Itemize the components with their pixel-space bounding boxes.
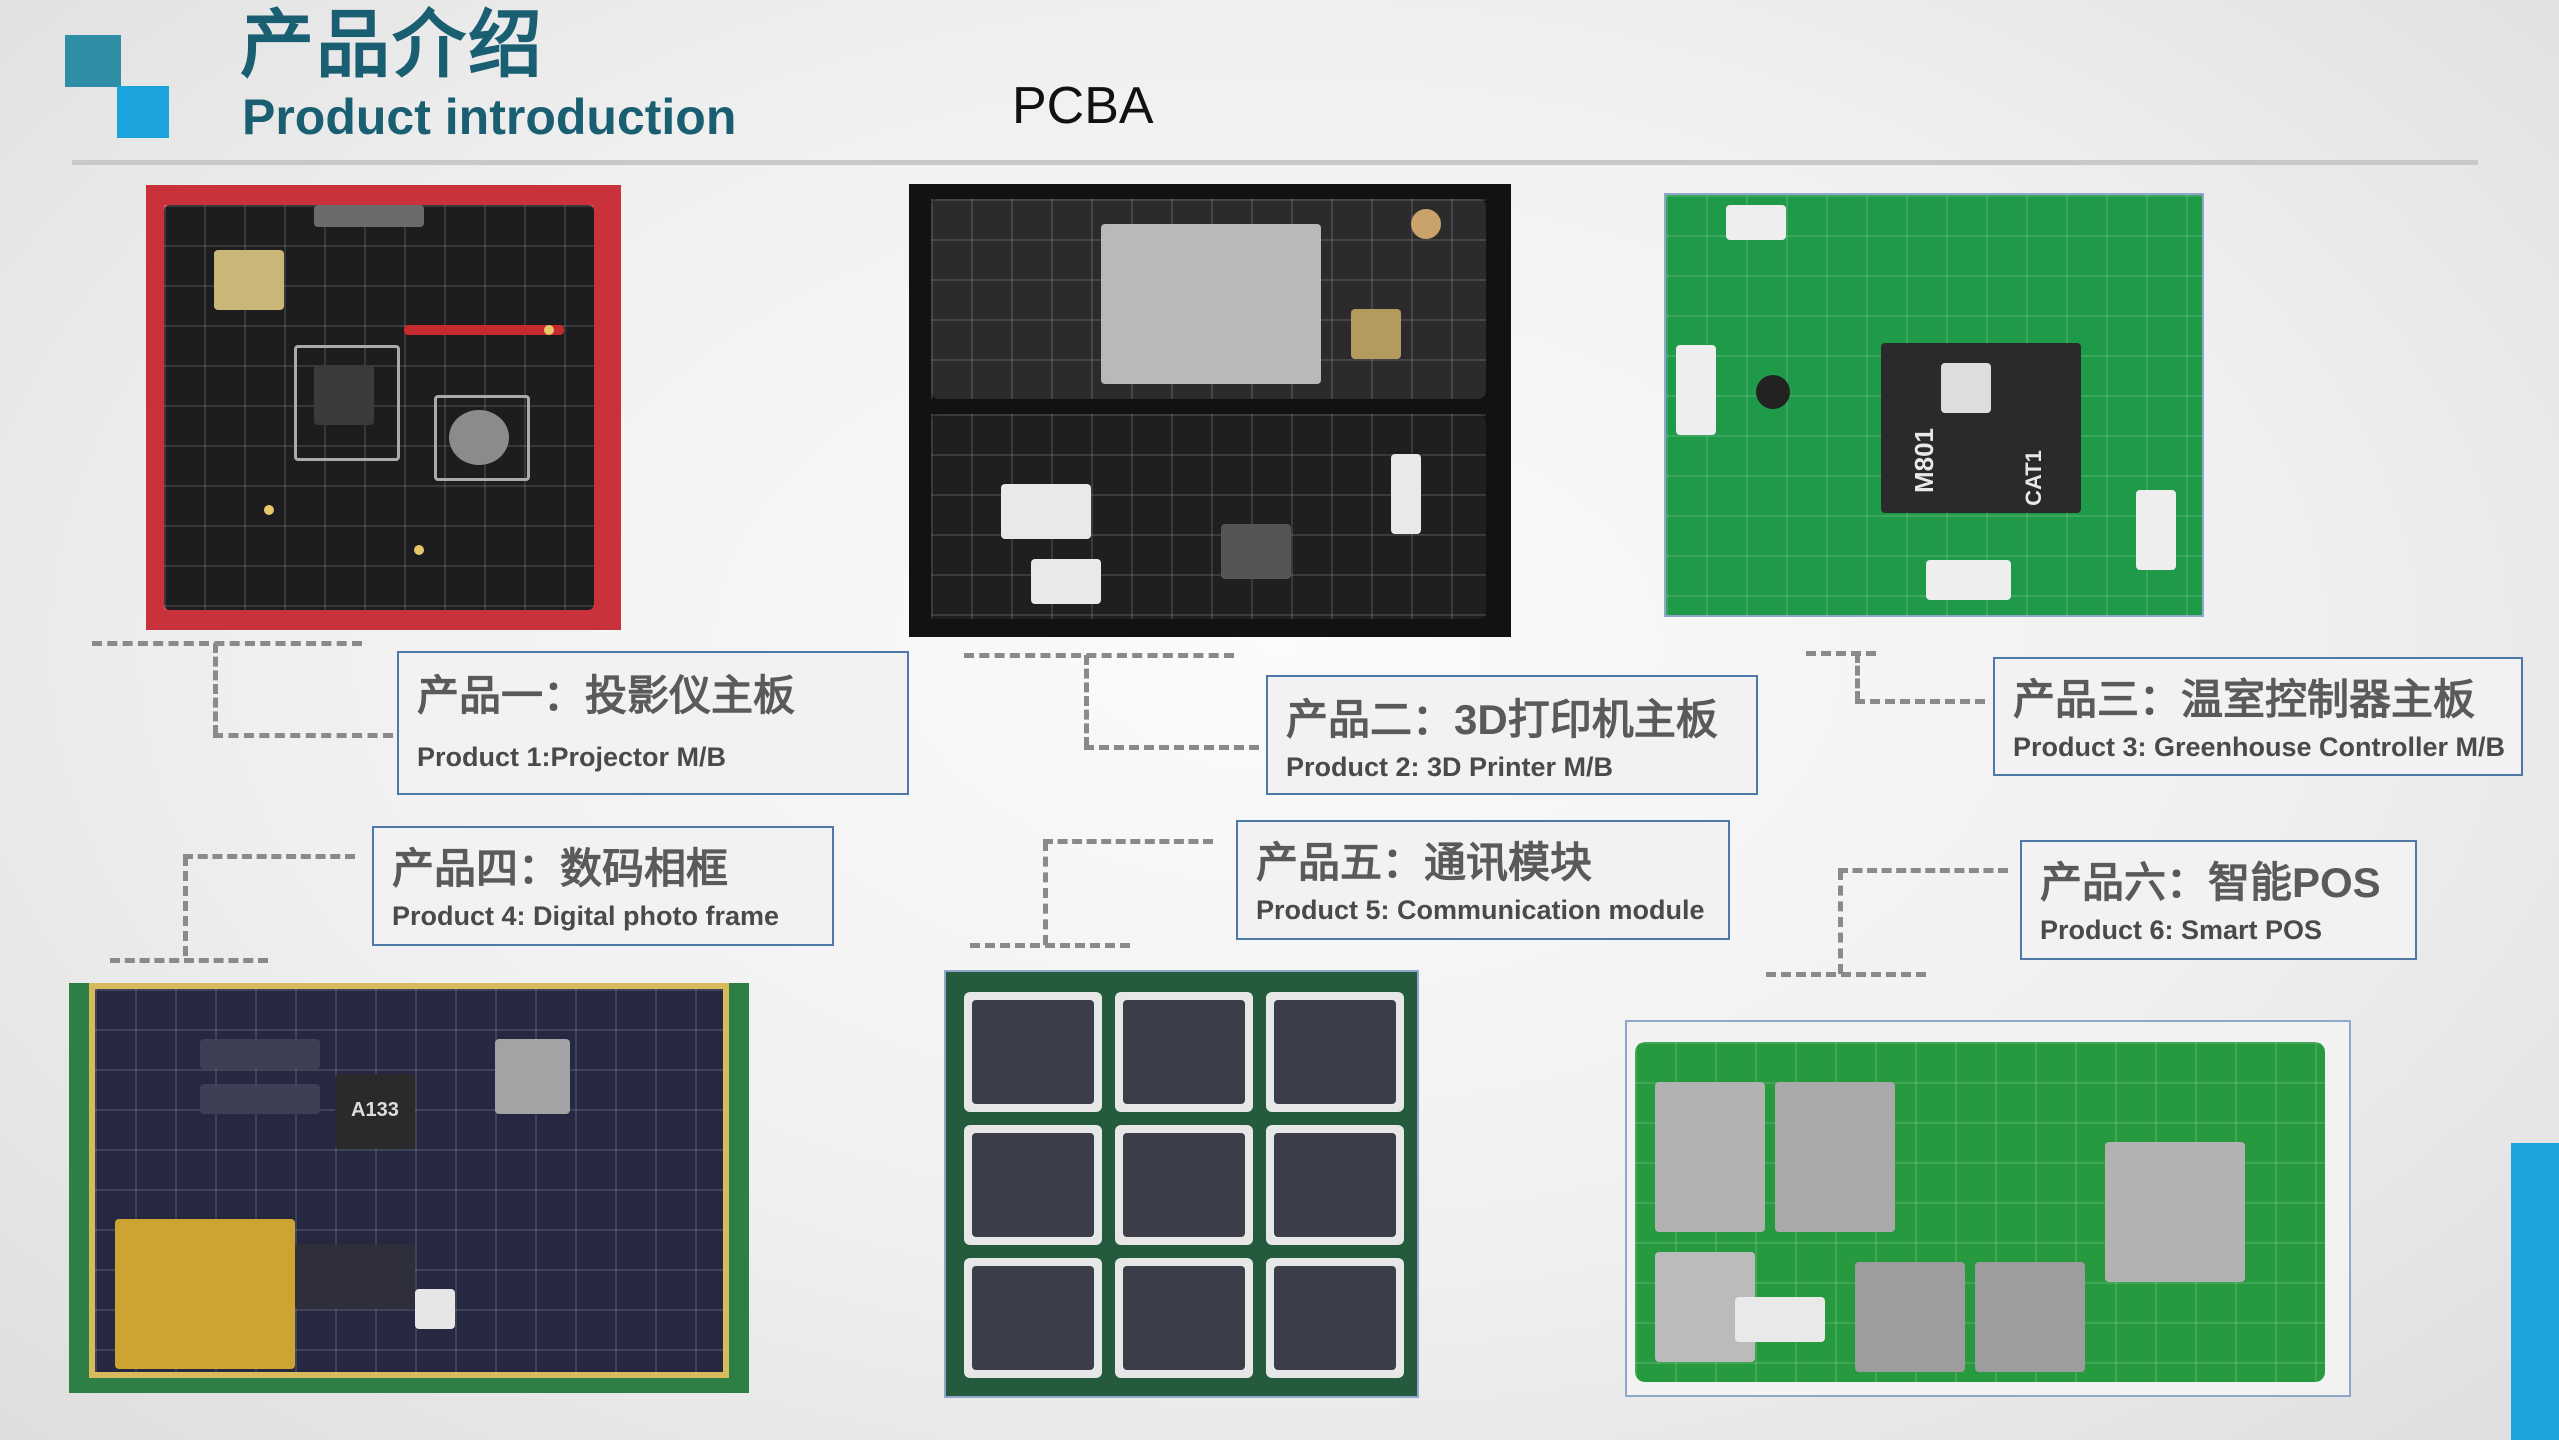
connector-2-top xyxy=(964,653,1234,658)
product-2-label: 产品二：3D打印机主板 Product 2: 3D Printer M/B xyxy=(1266,675,1758,795)
product-4-title-en: Product 4: Digital photo frame xyxy=(392,901,780,932)
module-shield xyxy=(972,1133,1094,1237)
product-4-label: 产品四：数码相框 Product 4: Digital photo frame xyxy=(372,826,834,946)
product-2-title-cn: 产品二：3D打印机主板 xyxy=(1286,696,1718,743)
product-6-title-en: Product 6: Smart POS xyxy=(2040,915,2323,946)
connector-6-vert xyxy=(1838,870,1843,974)
connector-5-bottom xyxy=(970,943,1130,948)
side-accent-bar xyxy=(2511,1143,2559,1440)
product-3-label: 产品三：温室控制器主板 Product 3: Greenhouse Contro… xyxy=(1993,657,2523,776)
p4-chip-label: A133 xyxy=(351,1099,399,1121)
connector-1-vert xyxy=(213,643,218,735)
product-6-photo xyxy=(1625,1020,2351,1397)
module-shield xyxy=(1123,1000,1245,1104)
section-subtitle: PCBA xyxy=(1012,77,1154,135)
product-3-photo: M801 CAT1 xyxy=(1664,193,2204,617)
module-shield xyxy=(972,1266,1094,1370)
connector-6-top xyxy=(1838,868,2008,873)
module-tile xyxy=(1266,1258,1404,1378)
logo-square-teal xyxy=(65,35,121,87)
product-1-photo xyxy=(146,185,621,630)
connector-5-top xyxy=(1043,839,1213,844)
module-tile xyxy=(1115,992,1253,1112)
connector-3-vert xyxy=(1855,653,1860,701)
p3-chip-label: M801 xyxy=(1909,427,1940,494)
connector-2-vert xyxy=(1084,655,1089,747)
connector-4-top xyxy=(183,854,355,859)
p3-chip-label-2: CAT1 xyxy=(2020,450,2046,506)
product-1-title-cn: 产品一：投影仪主板 xyxy=(417,672,796,719)
module-tile xyxy=(964,1125,1102,1245)
module-tile xyxy=(1115,1125,1253,1245)
page-title-cn: 产品介绍 xyxy=(240,3,544,86)
connector-3-bottom xyxy=(1855,699,1985,704)
product-4-title-cn: 产品四：数码相框 xyxy=(392,845,729,892)
connector-1-bottom xyxy=(213,733,393,738)
product-6-title-cn: 产品六：智能POS xyxy=(2040,859,2381,906)
product-3-title-en: Product 3: Greenhouse Controller M/B xyxy=(2013,732,2506,763)
product-1-label: 产品一：投影仪主板 Product 1:Projector M/B xyxy=(397,651,909,795)
module-shield xyxy=(972,1000,1094,1104)
connector-4-vert xyxy=(183,856,188,956)
connector-1-top xyxy=(92,641,362,646)
module-tile xyxy=(1266,1125,1404,1245)
product-5-title-en: Product 5: Communication module xyxy=(1256,895,1705,926)
module-tile xyxy=(1266,992,1404,1112)
page-title-en: Product introduction xyxy=(242,89,737,145)
product-5-title-cn: 产品五：通讯模块 xyxy=(1256,839,1593,886)
module-shield xyxy=(1274,1133,1396,1237)
module-shield xyxy=(1123,1133,1245,1237)
header-divider xyxy=(72,160,2478,165)
logo-square-blue xyxy=(117,86,169,138)
product-5-photo xyxy=(944,970,1419,1398)
module-shield xyxy=(1274,1000,1396,1104)
product-5-label: 产品五：通讯模块 Product 5: Communication module xyxy=(1236,820,1730,940)
connector-6-bottom xyxy=(1766,972,1926,977)
product-2-photo xyxy=(909,184,1511,637)
module-shield xyxy=(1123,1266,1245,1370)
module-shield xyxy=(1274,1266,1396,1370)
connector-3-top xyxy=(1806,651,1876,656)
product-1-title-en: Product 1:Projector M/B xyxy=(417,742,727,773)
module-tile xyxy=(1115,1258,1253,1378)
product-3-title-cn: 产品三：温室控制器主板 xyxy=(2013,676,2476,723)
connector-2-bottom xyxy=(1084,745,1259,750)
module-tile xyxy=(964,1258,1102,1378)
connector-4-bottom xyxy=(110,958,268,963)
product-4-photo: A133 xyxy=(69,983,749,1393)
connector-5-vert xyxy=(1043,841,1048,945)
product-6-label: 产品六：智能POS Product 6: Smart POS xyxy=(2020,840,2417,960)
product-2-title-en: Product 2: 3D Printer M/B xyxy=(1286,752,1614,783)
module-tile xyxy=(964,992,1102,1112)
